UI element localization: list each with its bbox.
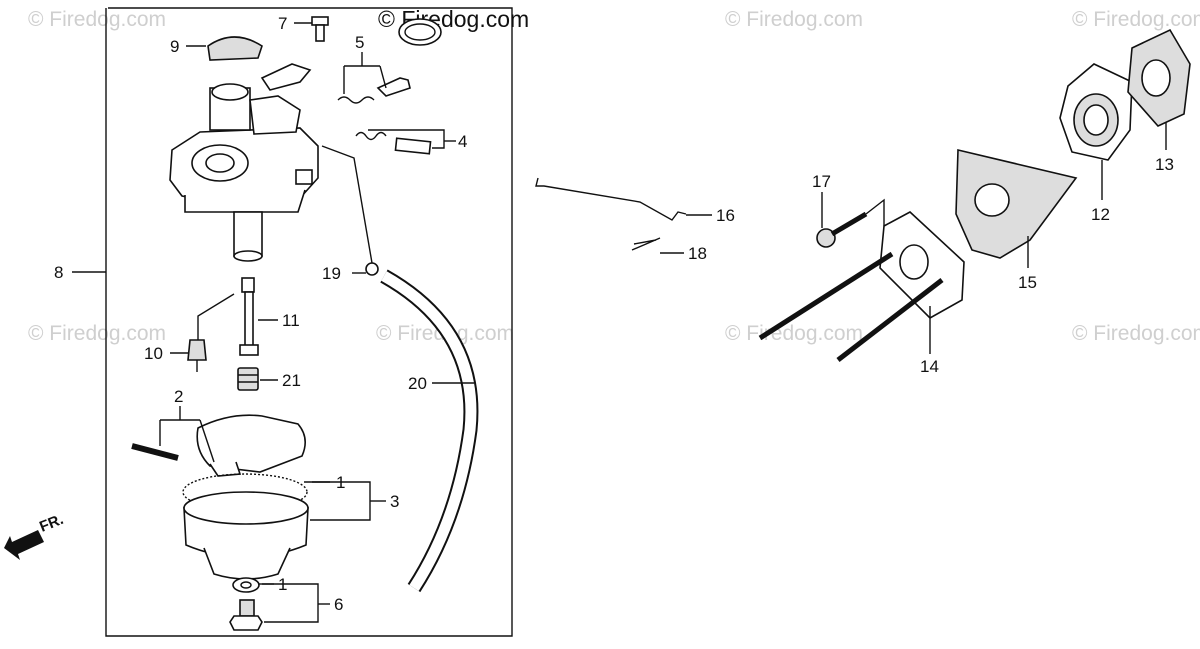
watermark-top-center: © Firedog.com (725, 8, 863, 31)
part-7-screw (311, 16, 329, 42)
callout-9: 9 (170, 37, 179, 56)
part-11-main-nozzle (239, 277, 259, 356)
part-14-insulator (758, 211, 965, 362)
watermark-top-left: © Firedog.com (28, 8, 166, 31)
part-18-pin (631, 237, 661, 251)
part-16-throttle-rod (535, 177, 687, 221)
callout-8: 8 (54, 263, 63, 282)
part-13-gasket (1127, 28, 1191, 127)
part-12-spacer (1059, 63, 1133, 161)
callout-7: 7 (278, 14, 287, 33)
callout-6: 6 (334, 595, 343, 614)
watermark-mid-right: © Firedog.com (725, 322, 863, 345)
part-15-gasket (955, 148, 1078, 259)
callout-15: 15 (1018, 273, 1037, 292)
part-10-float-valve (187, 339, 207, 372)
part-19-clip (365, 262, 379, 276)
callout-14: 14 (920, 357, 939, 376)
part-5-pilot-screw (337, 77, 411, 104)
callout-19: 19 (322, 264, 341, 283)
part-9-cap (207, 36, 263, 61)
callout-5: 5 (355, 33, 364, 52)
callout-20: 20 (408, 374, 427, 393)
callout-10: 10 (144, 344, 163, 363)
callout-16: 16 (716, 206, 735, 225)
callout-4: 4 (458, 132, 467, 151)
callout-17: 17 (812, 172, 831, 191)
carburetor-assembly-frame (105, 7, 513, 637)
front-direction-arrow: FR. (4, 511, 66, 560)
front-label: FR. (37, 511, 66, 536)
callout-18: 18 (688, 244, 707, 263)
callout-21: 21 (282, 371, 301, 390)
callout-2: 2 (174, 387, 183, 406)
watermark-top-right: © Firedog.com (1072, 8, 1200, 31)
callout-12: 12 (1091, 205, 1110, 224)
part-4-throttle-screw (355, 131, 432, 155)
watermark-mid-left: © Firedog.com (28, 322, 166, 345)
watermark-far-right: © Firedog.com (1072, 322, 1200, 345)
callout-11: 11 (282, 311, 300, 330)
part-21-main-jet (237, 367, 259, 391)
carburetor-body (169, 63, 319, 262)
part-6-drain-bolt (229, 577, 263, 631)
callout-1-top: 1 (336, 473, 345, 492)
float-bowl (182, 473, 309, 580)
o-ring (398, 18, 442, 46)
float (196, 414, 306, 477)
callout-13: 13 (1155, 155, 1174, 174)
leader-lines (72, 22, 1167, 623)
callout-1-bottom: 1 (278, 575, 287, 594)
callout-3: 3 (390, 492, 399, 511)
part-17-screw (816, 211, 868, 248)
part-2-float-pin (131, 443, 179, 461)
callout-numbers: 8 7 9 5 4 19 11 10 21 2 1 3 1 6 20 16 18… (54, 14, 1174, 614)
